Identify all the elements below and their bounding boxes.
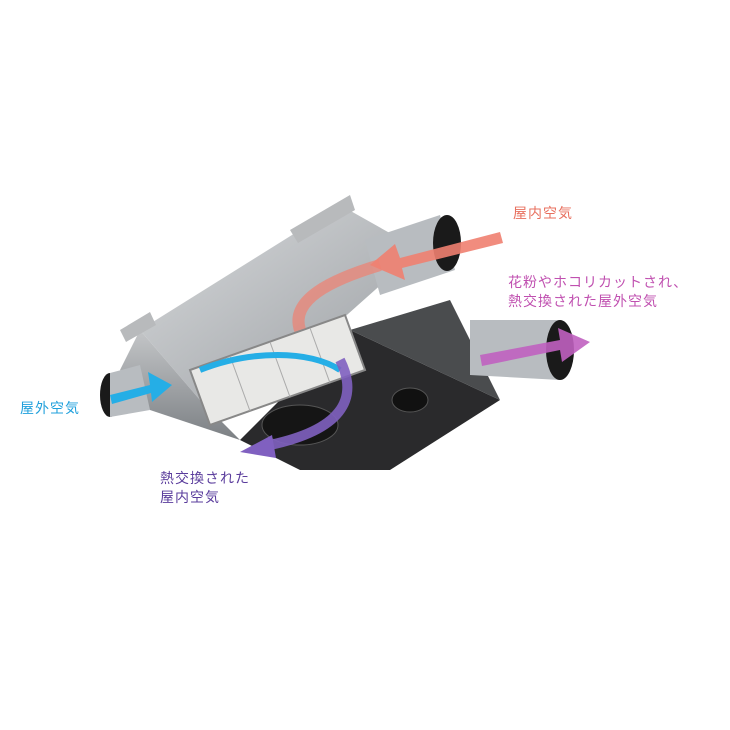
label-text: 屋内空気 bbox=[513, 206, 573, 222]
label-outdoor-air: 屋外空気 bbox=[20, 400, 80, 419]
duct-indoor bbox=[365, 215, 461, 295]
mounting-bracket bbox=[290, 195, 355, 243]
unit-top-panel bbox=[140, 205, 420, 400]
filter-panel bbox=[188, 313, 367, 427]
label-text: 屋外空気 bbox=[20, 401, 80, 417]
unit-bottom-edge bbox=[350, 300, 500, 400]
fan bbox=[261, 404, 339, 446]
label-indoor-air: 屋内空気 bbox=[513, 205, 573, 224]
arrow-supply-air bbox=[480, 328, 590, 366]
label-text: 花粉やホコリカットされ、 bbox=[508, 275, 689, 291]
mounting-bracket bbox=[120, 312, 156, 342]
label-text: 熱交換された bbox=[160, 471, 250, 487]
arrow-indoor-air bbox=[292, 232, 503, 332]
label-supply-air: 花粉やホコリカットされ、 熱交換された屋外空気 bbox=[508, 274, 688, 312]
arrow-exhaust-air bbox=[240, 357, 353, 458]
label-text: 屋内空気 bbox=[160, 490, 220, 506]
label-exhaust-air: 熱交換された 屋内空気 bbox=[160, 470, 250, 508]
port bbox=[391, 387, 429, 413]
arrow-outdoor-air bbox=[110, 352, 342, 404]
label-text: 熱交換された屋外空気 bbox=[508, 294, 658, 310]
